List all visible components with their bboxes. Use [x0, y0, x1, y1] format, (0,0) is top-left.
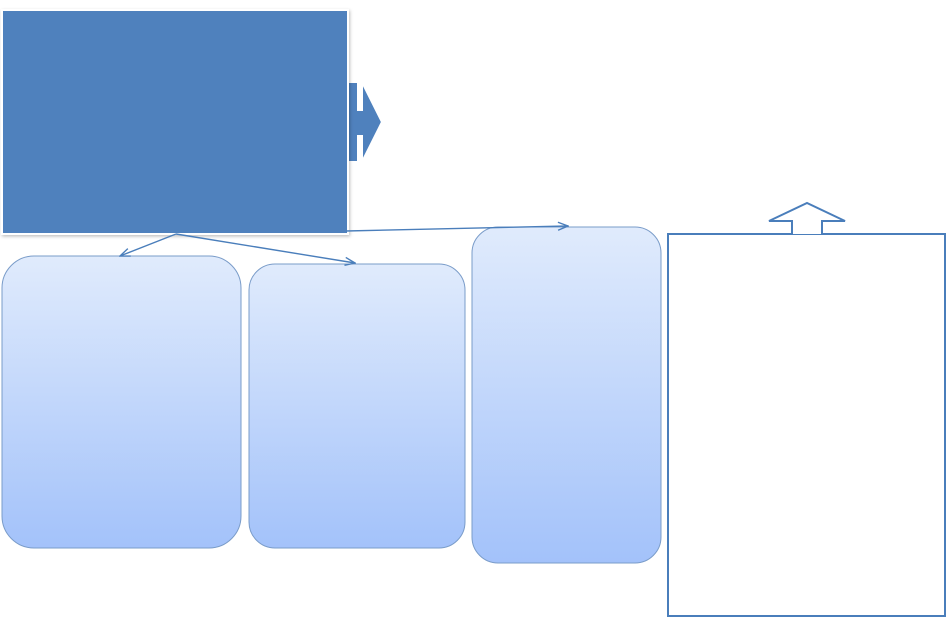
header-block[interactable] [1, 9, 384, 235]
header-rectangle [1, 9, 349, 235]
card-3[interactable] [471, 226, 662, 564]
connector-to-card-3 [345, 226, 568, 232]
card-1[interactable] [1, 255, 242, 549]
outline-up-arrow-tab [768, 201, 846, 234]
outline-rectangle [667, 233, 946, 617]
header-arrow-tab [343, 81, 384, 163]
connector-to-card-2 [175, 233, 355, 263]
outline-panel[interactable] [667, 201, 946, 617]
card-2[interactable] [248, 263, 466, 549]
connector-to-card-1 [120, 233, 177, 256]
